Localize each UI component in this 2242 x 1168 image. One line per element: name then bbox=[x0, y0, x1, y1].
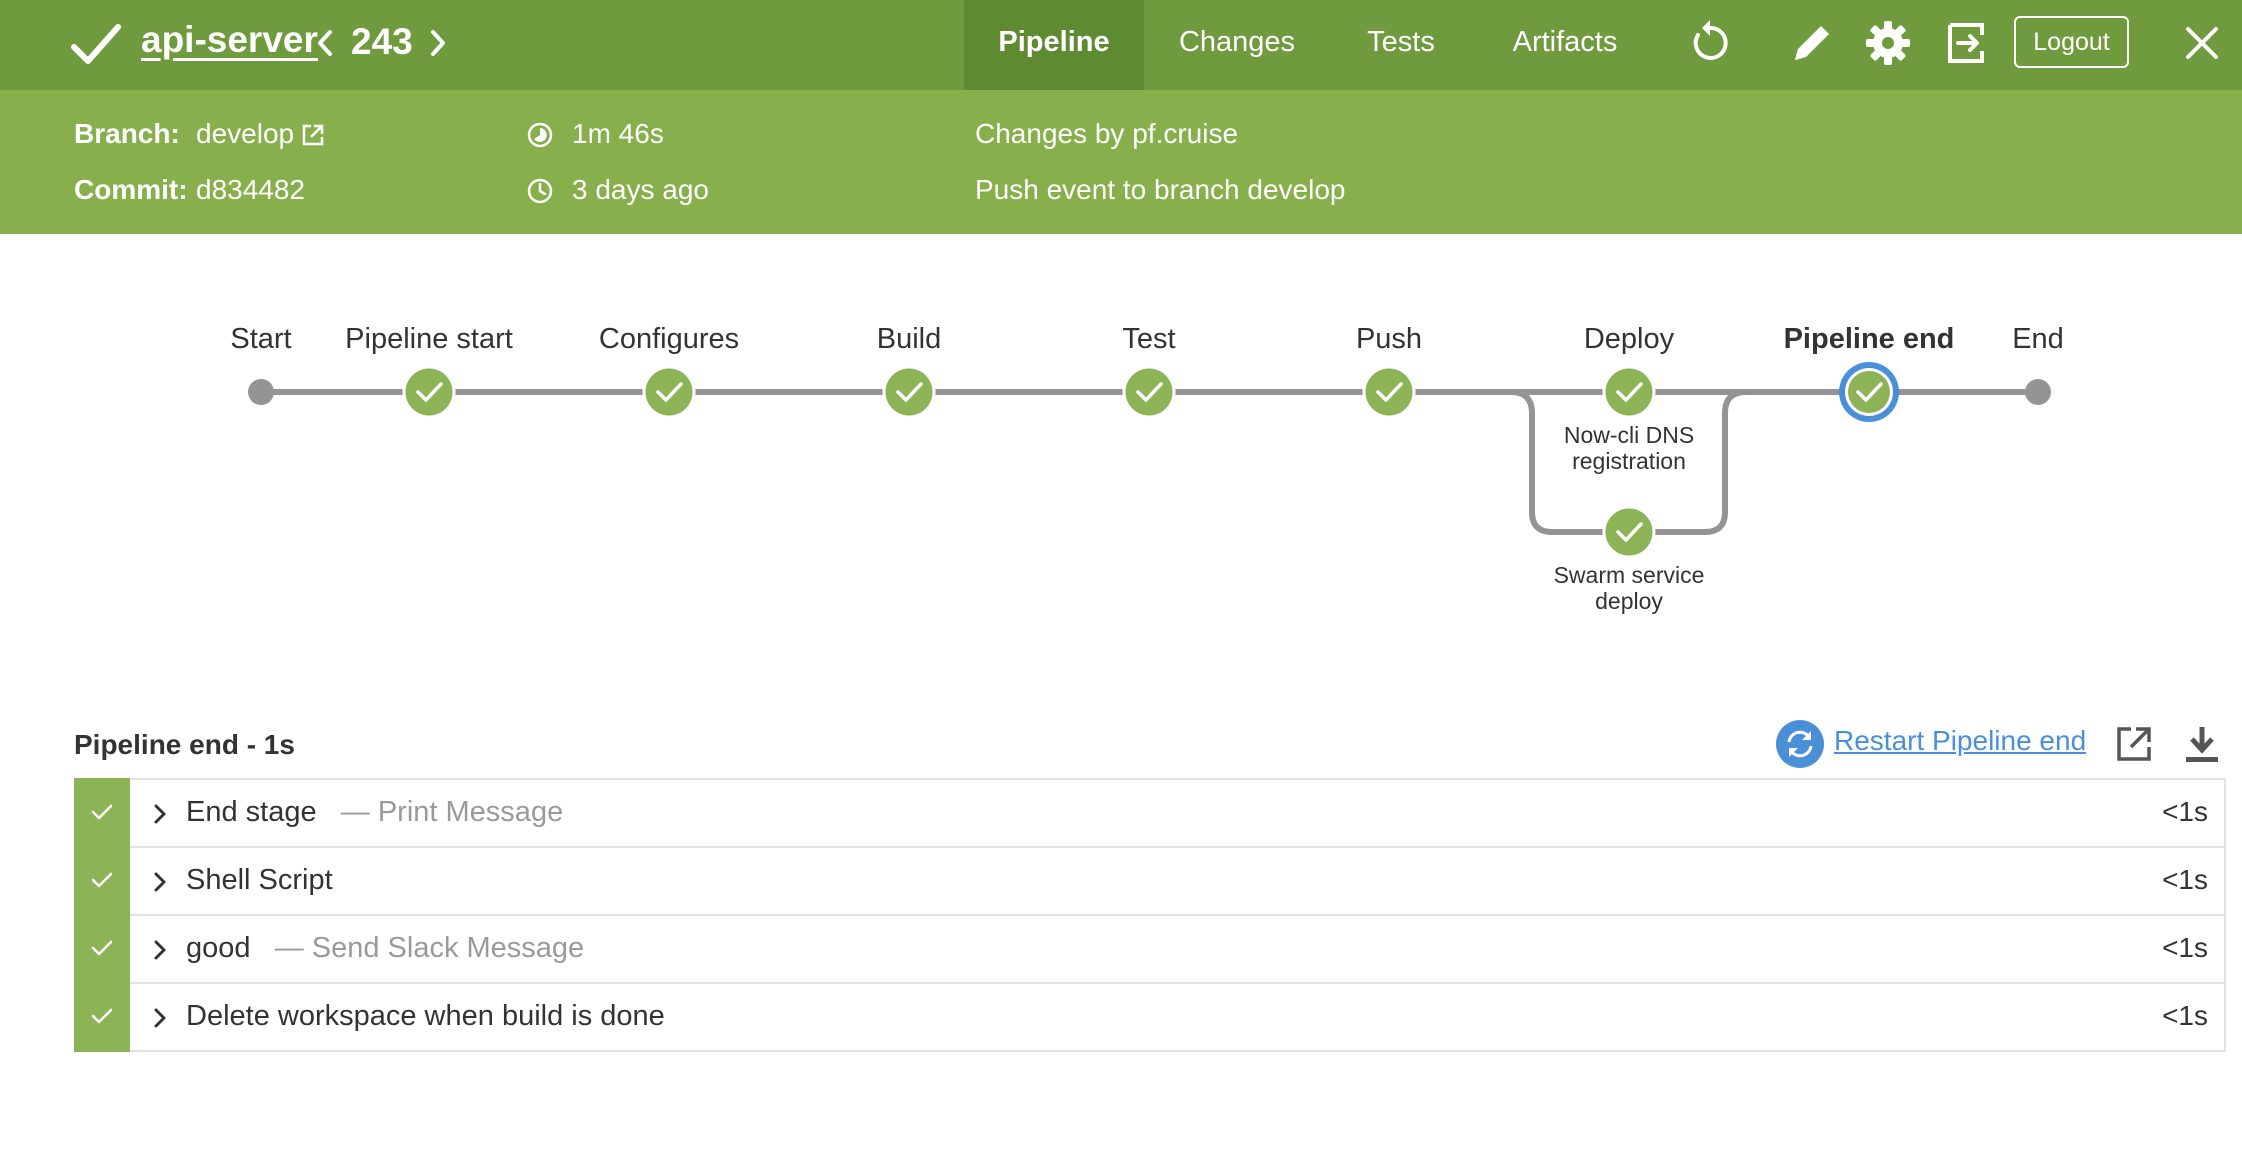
chevron-right-icon[interactable] bbox=[152, 802, 168, 826]
step-row[interactable]: Shell Script <1s bbox=[74, 846, 2226, 916]
chevron-left-icon[interactable] bbox=[314, 28, 336, 58]
check-icon bbox=[91, 1008, 113, 1024]
step-status-success bbox=[74, 778, 130, 848]
stage-label-test[interactable]: Test bbox=[1122, 323, 1176, 355]
stage-node-pipeline-end[interactable] bbox=[1839, 362, 1899, 422]
step-row[interactable]: End stage — Print Message <1s bbox=[74, 778, 2226, 848]
commit-label: Commit: bbox=[74, 174, 188, 205]
stage-label-push[interactable]: Push bbox=[1355, 323, 1423, 355]
chevron-right-icon[interactable] bbox=[152, 938, 168, 962]
stage-label-start: Start bbox=[230, 323, 292, 355]
gear-icon[interactable] bbox=[1862, 17, 1914, 69]
branch-label: Branch: bbox=[74, 118, 180, 149]
step-name: Delete workspace when build is done bbox=[186, 1000, 665, 1032]
external-link-icon[interactable] bbox=[300, 122, 326, 148]
tab-changes[interactable]: Changes bbox=[1178, 26, 1296, 58]
step-name-wrapper: End stage — Print Message bbox=[186, 796, 563, 829]
tab-tests[interactable]: Tests bbox=[1367, 26, 1435, 58]
stage-label-deploy[interactable]: Deploy bbox=[1583, 323, 1675, 355]
download-icon[interactable] bbox=[2184, 724, 2220, 764]
stage-node-build[interactable] bbox=[882, 365, 936, 419]
parallel-label-swarm[interactable]: Swarm service deploy bbox=[1553, 562, 1705, 614]
step-name: good bbox=[186, 932, 251, 964]
clock-icon bbox=[527, 178, 553, 204]
step-description: — Print Message bbox=[340, 796, 564, 828]
stage-label-pipeline-start[interactable]: Pipeline start bbox=[345, 323, 513, 355]
stage-node-deploy-swarm[interactable] bbox=[1602, 505, 1656, 559]
check-icon bbox=[91, 940, 113, 956]
top-bar: api-server 243 Pipeline Changes Tests Ar… bbox=[0, 0, 2242, 90]
stage-label-build[interactable]: Build bbox=[876, 323, 942, 355]
stage-node-deploy-dns[interactable] bbox=[1602, 365, 1656, 419]
duration-value: 1m 46s bbox=[572, 118, 664, 149]
stage-node-configures[interactable] bbox=[642, 365, 696, 419]
restart-stage-link[interactable]: Restart Pipeline end bbox=[1834, 725, 2087, 756]
step-name: Shell Script bbox=[186, 864, 333, 896]
chevron-right-icon[interactable] bbox=[152, 870, 168, 894]
step-row[interactable]: good — Send Slack Message <1s bbox=[74, 914, 2226, 984]
check-icon bbox=[71, 24, 121, 64]
stage-label-configures[interactable]: Configures bbox=[598, 323, 740, 355]
open-in-new-icon[interactable] bbox=[2114, 724, 2154, 764]
tab-pipeline[interactable]: Pipeline bbox=[964, 0, 1144, 90]
chevron-right-icon[interactable] bbox=[427, 28, 449, 58]
duration-icon bbox=[527, 122, 553, 148]
started-value: 3 days ago bbox=[572, 174, 709, 205]
step-status-success bbox=[74, 982, 130, 1052]
stage-node-test[interactable] bbox=[1122, 365, 1176, 419]
pipeline-graph bbox=[248, 362, 2051, 559]
run-number: 243 bbox=[351, 21, 413, 62]
trigger-cause: Push event to branch develop bbox=[975, 174, 1346, 205]
exit-icon[interactable] bbox=[1940, 17, 1992, 69]
close-icon[interactable] bbox=[2176, 17, 2228, 69]
check-icon bbox=[91, 804, 113, 820]
stage-label-pipeline-end[interactable]: Pipeline end bbox=[1783, 323, 1955, 355]
step-duration: <1s bbox=[2162, 932, 2208, 963]
branch-value[interactable]: develop bbox=[196, 118, 295, 149]
step-duration: <1s bbox=[2162, 796, 2208, 827]
stage-node-pipeline-start[interactable] bbox=[402, 365, 456, 419]
logout-button[interactable]: Logout bbox=[2014, 16, 2129, 68]
restart-icon[interactable] bbox=[1776, 720, 1824, 768]
step-status-success bbox=[74, 846, 130, 916]
step-name: End stage bbox=[186, 796, 317, 828]
commit-value: d834482 bbox=[196, 174, 306, 205]
step-duration: <1s bbox=[2162, 1000, 2208, 1031]
parallel-label-dns[interactable]: Now-cli DNS registration bbox=[1563, 422, 1695, 474]
step-row[interactable]: Delete workspace when build is done <1s bbox=[74, 982, 2226, 1052]
pencil-icon[interactable] bbox=[1786, 17, 1838, 69]
stage-label-end: End bbox=[2012, 323, 2064, 355]
stage-node-end[interactable] bbox=[2025, 379, 2051, 405]
check-icon bbox=[91, 872, 113, 888]
tab-artifacts[interactable]: Artifacts bbox=[1512, 26, 1618, 58]
chevron-right-icon[interactable] bbox=[152, 1006, 168, 1030]
stage-detail-title: Pipeline end - 1s bbox=[74, 729, 295, 760]
step-status-success bbox=[74, 914, 130, 984]
run-info-bar: Branch: develop Commit: d834482 1m 46s 3… bbox=[0, 90, 2242, 234]
step-list: End stage — Print Message <1s Shell Scri… bbox=[74, 778, 2226, 1052]
stage-node-push[interactable] bbox=[1362, 365, 1416, 419]
step-duration: <1s bbox=[2162, 864, 2208, 895]
replay-icon[interactable] bbox=[1684, 17, 1736, 69]
stage-node-start[interactable] bbox=[248, 379, 274, 405]
step-description: — Send Slack Message bbox=[274, 932, 585, 964]
step-name-wrapper: good — Send Slack Message bbox=[186, 932, 584, 965]
job-name-link[interactable]: api-server bbox=[141, 19, 318, 60]
changes-by: Changes by pf.cruise bbox=[975, 118, 1239, 149]
